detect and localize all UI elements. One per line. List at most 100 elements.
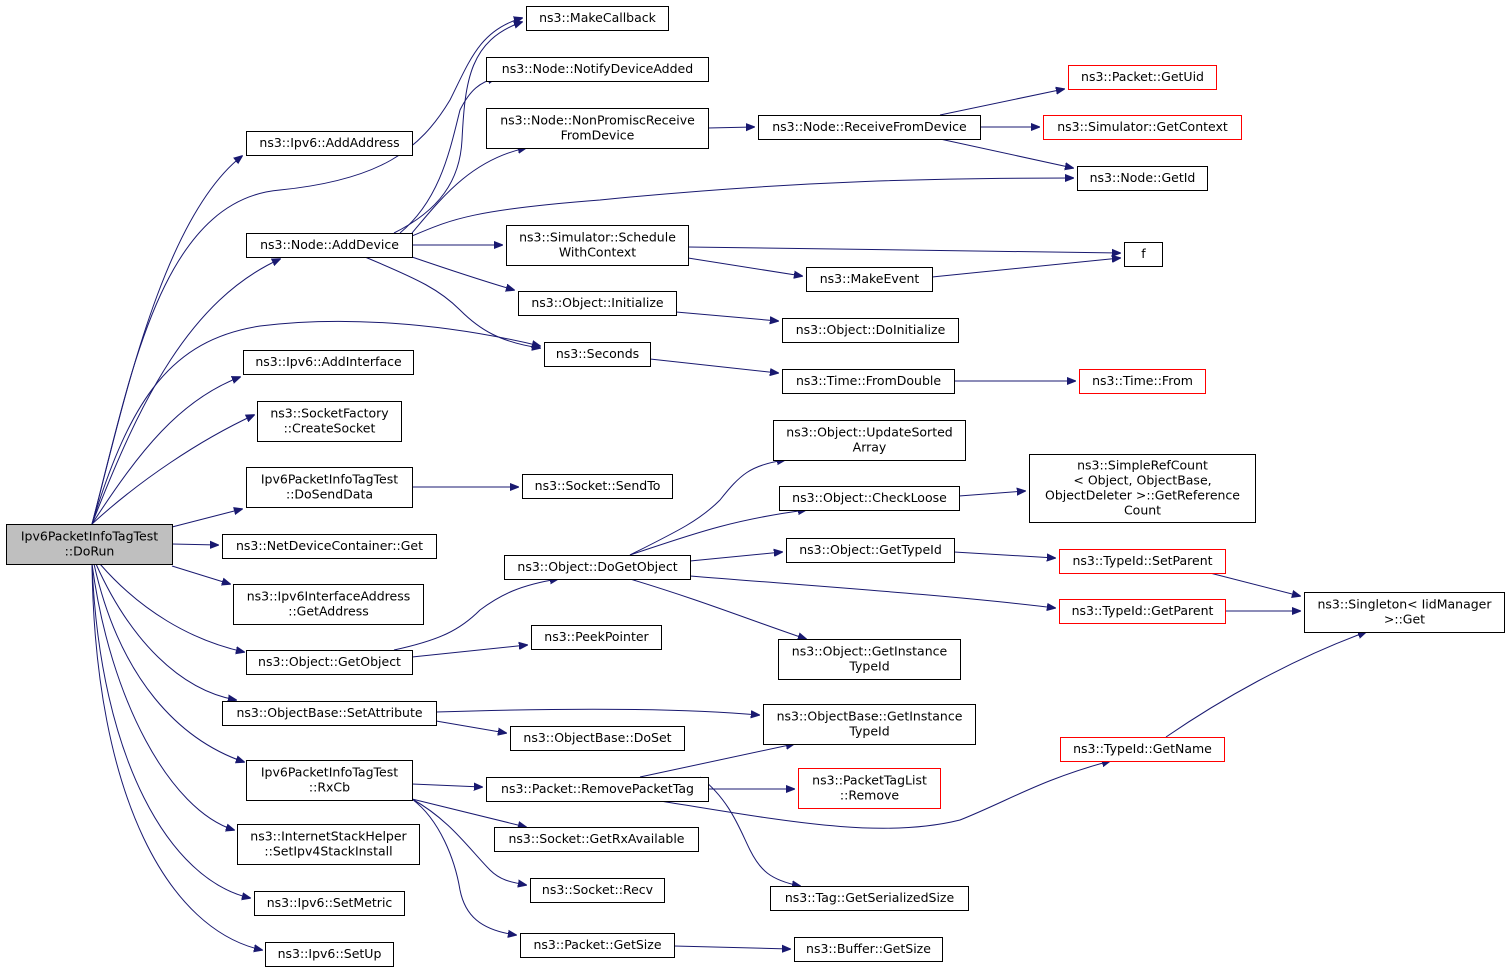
node-label: ns3::Socket::GetRxAvailable [508,831,684,846]
node-objInitialize[interactable]: ns3::Object::Initialize [518,291,677,316]
edge-rxCb-to-packetGetSize [411,798,516,935]
node-nodeGetId[interactable]: ns3::Node::GetId [1077,166,1208,191]
node-nodeAddDevice[interactable]: ns3::Node::AddDevice [246,233,413,258]
node-box [1029,454,1256,523]
node-addAddress[interactable]: ns3::Ipv6::AddAddress [246,131,413,156]
node-box [1043,115,1242,140]
node-setMetric[interactable]: ns3::Ipv6::SetMetric [254,891,405,916]
node-socketSendTo[interactable]: ns3::Socket::SendTo [522,474,673,499]
node-makeEvent[interactable]: ns3::MakeEvent [806,267,933,292]
node-objDoInitialize[interactable]: ns3::Object::DoInitialize [782,318,959,343]
node-bufferGetSize[interactable]: ns3::Buffer::GetSize [794,937,943,962]
node-label: ns3::Simulator::Schedule [519,230,676,245]
function-nodes: Ipv6PacketInfoTagTest::DoRun ns3::MakeCal… [6,6,1505,967]
node-obDoSet[interactable]: ns3::ObjectBase::DoSet [510,726,685,751]
node-rxCb[interactable]: Ipv6PacketInfoTagTest::RxCb [246,760,413,801]
node-setIpv4Stack[interactable]: ns3::InternetStackHelper::SetIpv4StackIn… [237,824,420,865]
node-box [243,350,414,375]
node-label: ns3::Object::DoGetObject [517,559,677,574]
node-label: Ipv6PacketInfoTagTest [261,765,398,780]
node-socketRecv[interactable]: ns3::Socket::Recv [530,878,665,903]
node-box [1124,242,1163,267]
node-box [763,704,976,745]
node-label: ns3::ObjectBase::SetAttribute [236,705,422,720]
edge-objDoGetObject-to-typeIdGetParent [689,575,1055,608]
node-setAttribute[interactable]: ns3::ObjectBase::SetAttribute [222,701,437,726]
node-checkLoose[interactable]: ns3::Object::CheckLoose [779,486,960,511]
node-createSocket[interactable]: ns3::SocketFactory::CreateSocket [257,401,402,442]
edge-root-to-setAttribute [95,563,236,700]
edge-objGetObject-to-peekPointer [411,645,527,658]
node-typeIdGetName[interactable]: ns3::TypeId::GetName [1060,737,1225,762]
node-root[interactable]: Ipv6PacketInfoTagTest::DoRun [6,524,173,565]
node-doSendData[interactable]: Ipv6PacketInfoTagTest::DoSendData [246,467,413,508]
edge-objDoGetObject-to-checkLoose [629,510,806,556]
node-label: ns3::Node::ReceiveFromDevice [772,119,967,134]
edge-checkLoose-to-simpleRefCount [958,491,1025,497]
node-tagSerialized[interactable]: ns3::Tag::GetSerializedSize [770,886,969,911]
node-label: ns3::TypeId::SetParent [1072,553,1212,568]
node-label: < Object, ObjectBase, [1073,473,1211,488]
node-timeFrom[interactable]: ns3::Time::From [1079,369,1206,394]
node-label: ns3::Ipv6::SetUp [278,946,382,961]
node-label: ns3::Socket::Recv [542,882,654,897]
node-peekPointer[interactable]: ns3::PeekPointer [531,625,662,650]
node-label: ns3::Singleton< IidManager [1317,597,1492,612]
node-timeFromDouble[interactable]: ns3::Time::FromDouble [782,369,955,394]
node-getRxAvailable[interactable]: ns3::Socket::GetRxAvailable [494,827,699,852]
node-box [758,115,981,140]
node-f[interactable]: f [1124,242,1163,267]
node-box [246,467,413,508]
node-objDoGetObject[interactable]: ns3::Object::DoGetObject [504,555,691,580]
node-packetGetUid[interactable]: ns3::Packet::GetUid [1068,65,1217,90]
node-label: ns3::Ipv6::AddAddress [259,135,399,150]
edge-nodeAddDevice-to-nodeGetId [411,178,1073,237]
node-box [486,108,709,149]
node-notifyDeviceAdded[interactable]: ns3::Node::NotifyDeviceAdded [486,57,709,82]
node-box [1079,369,1206,394]
node-label: ns3::TypeId::GetParent [1072,603,1214,618]
node-label: ObjectDeleter >::GetReference [1045,488,1240,503]
node-netDevGet[interactable]: ns3::NetDeviceContainer::Get [222,534,437,559]
edge-root-to-createSocket [91,415,254,525]
node-addInterface[interactable]: ns3::Ipv6::AddInterface [243,350,414,375]
edge-typeIdSetParent-to-singletonGet [1209,572,1300,596]
node-box [246,760,413,801]
edge-nodeAddDevice-to-seconds [364,256,540,348]
node-label: ns3::Object::GetObject [258,654,401,669]
node-box [782,369,955,394]
node-ifaceGetAddress[interactable]: ns3::Ipv6InterfaceAddress::GetAddress [233,584,424,625]
node-seconds[interactable]: ns3::Seconds [544,342,651,367]
call-edges [91,18,1366,950]
node-label: ns3::NetDeviceContainer::Get [236,538,423,553]
edge-root-to-doSendData [171,509,242,528]
node-tagListRemove[interactable]: ns3::PacketTagList::Remove [798,768,941,809]
node-makeCallback[interactable]: ns3::MakeCallback [526,6,669,31]
edge-objDoGetObject-to-objGetInstance [629,578,806,639]
edge-nodeAddDevice-to-notifyDeviceAdded [399,78,496,234]
node-box [794,937,943,962]
node-receiveFromDevice[interactable]: ns3::Node::ReceiveFromDevice [758,115,981,140]
node-setUp[interactable]: ns3::Ipv6::SetUp [265,942,394,967]
node-objGetObject[interactable]: ns3::Object::GetObject [246,650,413,675]
node-packetGetSize[interactable]: ns3::Packet::GetSize [520,933,675,958]
node-simpleRefCount[interactable]: ns3::SimpleRefCount< Object, ObjectBase,… [1029,454,1256,523]
node-label: ::DoSendData [286,487,373,502]
node-label: ns3::MakeEvent [820,271,920,286]
node-singletonGet[interactable]: ns3::Singleton< IidManager>::Get [1304,592,1505,633]
node-typeIdSetParent[interactable]: ns3::TypeId::SetParent [1059,549,1226,574]
node-label: ns3::Object::Initialize [531,295,664,310]
node-label: ns3::Ipv6::AddInterface [255,354,402,369]
node-typeIdGetParent[interactable]: ns3::TypeId::GetParent [1059,599,1226,624]
node-simGetContext[interactable]: ns3::Simulator::GetContext [1043,115,1242,140]
edge-root-to-setUp [91,563,262,950]
node-box [1068,65,1217,90]
node-box [246,650,413,675]
node-removePacketTag[interactable]: ns3::Packet::RemovePacketTag [486,777,709,802]
node-objGetTypeId[interactable]: ns3::Object::GetTypeId [786,538,955,563]
